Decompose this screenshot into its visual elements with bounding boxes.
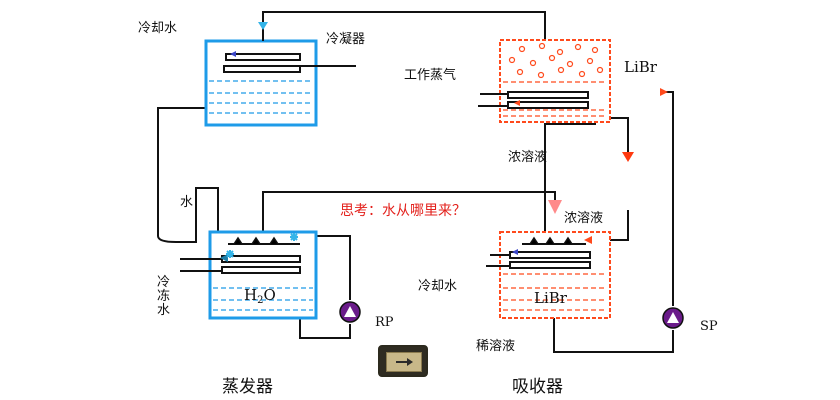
working-vapor-label: 工作蒸气 [404,67,456,83]
sp-pump-icon[interactable] [662,307,684,329]
generator-outlet-label: 浓溶液 [508,150,547,165]
next-arrow-icon [386,352,422,372]
absorber-inlet-label: 浓溶液 [564,211,603,226]
evaporator-refrigerant-star-icon [226,250,234,258]
condenser [204,22,356,127]
absorber-title: 吸收器 [512,377,563,397]
chilled-water-label-3: 水 [157,303,170,318]
condenser-name-label: 冷凝器 [326,31,365,47]
absorber-flow-arrow-icon [512,249,518,255]
question-text: 思考：水从哪里来？ [340,203,466,219]
chilled-water-label-1: 冷 [157,275,170,290]
evaporator-water-label: 水 [180,195,193,210]
next-arrow-button[interactable] [378,345,428,377]
absorber-vapor-inlet-arrow-icon [548,200,562,214]
condenser-cooling-water-label: 冷却水 [138,21,177,36]
absorber-solution-label: LiBr [534,289,568,307]
evaporator-spray-star-icon [290,233,298,241]
evaporator-fluid-label: H2O [244,286,276,306]
absorber-cooling-water-label: 冷却水 [418,279,457,294]
generator-inlet-arrow-icon [660,88,668,96]
rp-pump-icon[interactable] [339,301,361,323]
evaporator-vessel [208,230,318,320]
evaporator-flow-arrow-icon [220,254,228,262]
generator-bubbles [508,42,604,79]
pipes [157,11,674,353]
absorber-vessel [499,231,611,319]
generator [478,39,668,162]
rp-pump-label: RP [375,315,394,330]
sp-pump-label: SP [700,319,718,334]
generator-outlet-arrow-icon [622,152,634,162]
condenser-inlet-arrow-icon [258,22,268,30]
condenser-flow-arrow-icon [230,51,236,57]
generator-flow-arrow-icon [514,100,520,106]
evaporator-spray-nozzles [233,236,279,245]
absorber-outlet-label: 稀溶液 [476,339,515,354]
evaporator-title: 蒸发器 [222,377,273,397]
chilled-water-label-2: 冻 [157,288,170,304]
absorber-solution-inlet-arrow-icon [584,236,592,244]
absorber-spray-nozzles [529,236,573,245]
evaporator [180,230,318,320]
absorber [486,200,611,319]
generator-solution-label: LiBr [624,58,658,76]
